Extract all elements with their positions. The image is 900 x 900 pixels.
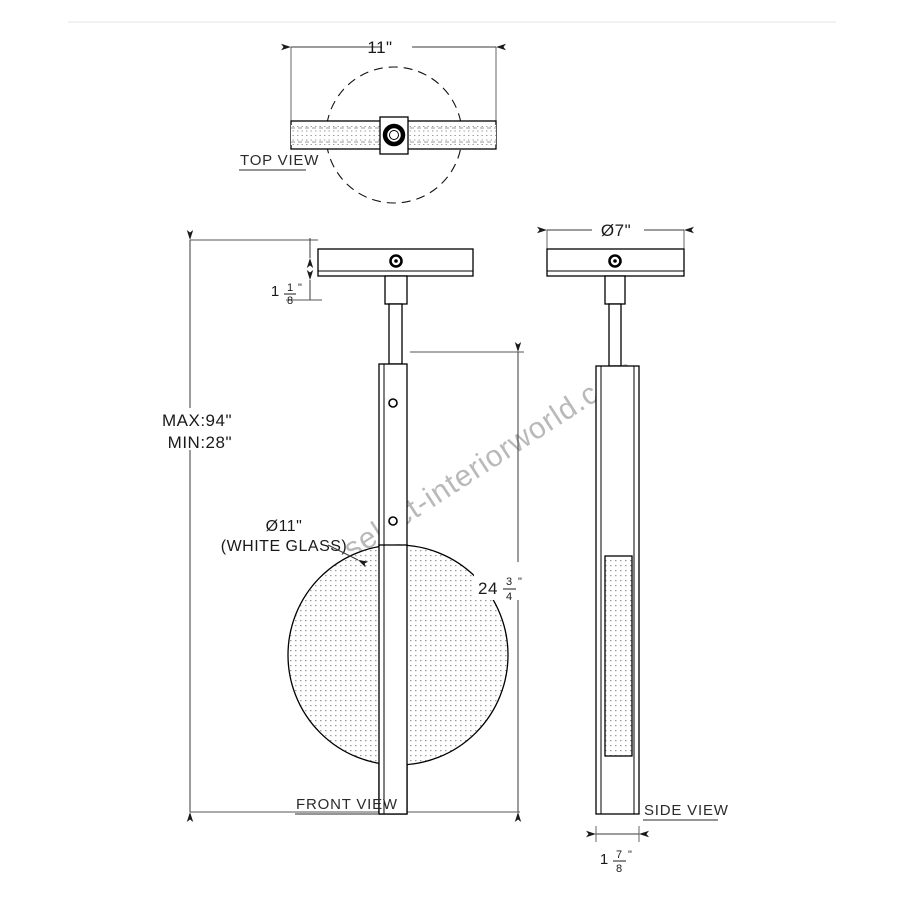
body-height-text-mask (474, 562, 522, 600)
front-canopy-screw-ring (389, 254, 403, 268)
body-height-denominator: 4 (506, 591, 512, 603)
canopy-thickness-unit: " (298, 282, 302, 294)
top-width-dimension-text: 11" (367, 38, 392, 57)
side-glass-panel (604, 555, 633, 757)
side-view-group: Ø7" 1 7 8 " SIDE VIEW (537, 221, 729, 875)
body-height-numerator: 3 (506, 576, 512, 588)
body-height-unit: " (518, 576, 522, 588)
top-view-hub-bore (389, 130, 399, 140)
front-drop-text-mask (150, 408, 242, 450)
canopy-thickness-whole: 1 (271, 283, 279, 300)
body-height-whole: 24 (478, 579, 498, 598)
canopy-thickness-numerator: 1 (287, 282, 293, 294)
side-stem-rod (608, 303, 622, 367)
glass-material-note: (WHITE GLASS) (221, 538, 348, 555)
front-stem-collar (384, 275, 408, 305)
glass-leader-segment (327, 544, 353, 558)
top-view-group: 11" TOP VIEW (239, 38, 506, 204)
front-view-group: MAX:94" MIN:28" 1 1 8 " (150, 230, 524, 822)
front-body-hole-upper (388, 398, 398, 408)
side-width-denominator: 8 (616, 863, 622, 875)
canopy-thickness-denominator: 8 (287, 295, 293, 307)
side-width-unit: " (628, 849, 632, 861)
drop-min-text: MIN:28" (168, 433, 232, 452)
side-canopy-screw-center (613, 259, 617, 263)
side-width-whole: 1 (600, 851, 608, 868)
glass-leader-arrow (351, 556, 369, 568)
front-body-hole-lower (388, 516, 398, 526)
side-stem-collar (604, 275, 626, 305)
drop-max-text: MAX:94" (162, 411, 232, 430)
front-stem-rod (388, 303, 403, 365)
front-view-label: FRONT VIEW (296, 796, 398, 813)
front-canopy-screw-center (394, 259, 398, 263)
top-view-label: TOP VIEW (240, 152, 319, 169)
top-view-hub-ring (382, 123, 406, 147)
side-canopy-screw-ring (608, 254, 622, 268)
canopy-diameter-text: Ø7" (601, 221, 631, 240)
side-width-numerator: 7 (616, 849, 622, 861)
front-body-over-glass (378, 544, 408, 815)
side-view-label: SIDE VIEW (644, 802, 729, 819)
glass-diameter-note: Ø11" (266, 518, 303, 535)
